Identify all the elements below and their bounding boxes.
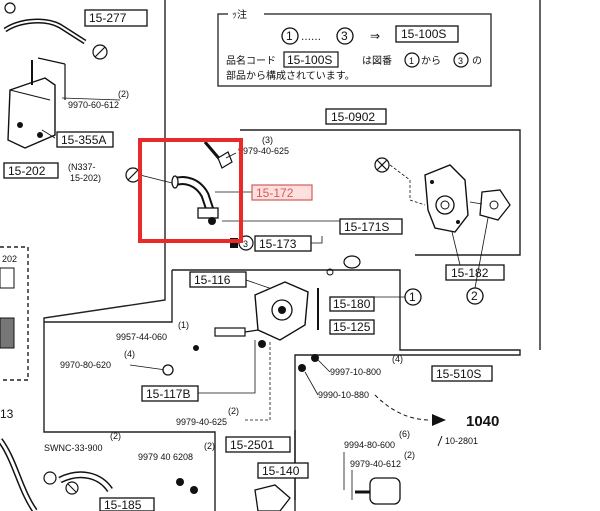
label-qty-4b: (4) (392, 354, 403, 364)
label-9970-60-612: 9970-60-612 (68, 100, 119, 110)
note-result-code: 15-100S (401, 27, 446, 41)
bottom-section: 15-2501 15-140 (6) 9994-80-600 9979-40-6… (43, 429, 415, 511)
label-9979-40-612: 9979-40-612 (350, 459, 401, 469)
label-15-182: 15-182 (451, 266, 489, 280)
label-left-13: 13 (0, 407, 14, 421)
label-num-1: 1 (409, 290, 416, 304)
pipe-flange-icon (254, 484, 291, 511)
label-9979-40-6208: 9979 40 6208 (138, 452, 193, 462)
gasket-plate-icon (479, 189, 511, 221)
label-15-510s: 15-510S (436, 367, 481, 381)
reservoir-tank-icon (7, 77, 56, 149)
label-15-116: 15-116 (194, 273, 231, 287)
label-1040: 1040 (466, 413, 499, 430)
label-15-277: 15-277 (89, 11, 127, 25)
washer-icon (92, 44, 108, 60)
label-15-172: 15-172 (256, 186, 294, 200)
reference-1040: 1040 10-2801 (374, 394, 499, 447)
label-qty-3: (3) (262, 135, 273, 145)
note-range-to: 3 (341, 29, 348, 43)
note-title: ｯ注 (232, 8, 247, 21)
note-line2-kara: から (421, 55, 441, 67)
label-n337: (N337- (68, 162, 96, 172)
label-qty-2a: (2) (118, 89, 129, 99)
label-9970-80-620: 9970-80-620 (60, 360, 111, 370)
label-num-2: 2 (471, 289, 478, 303)
note-line2-code: 15-100S (287, 53, 332, 67)
label-15-140: 15-140 (262, 464, 300, 478)
note-line2-from: 1 (409, 56, 414, 66)
label-15-171s: 15-171S (344, 220, 389, 234)
bypass-fitting-icon (369, 477, 401, 505)
label-9979-40-625-top: 9979-40-625 (238, 146, 289, 156)
note-line3: 部品から構成されています。 (226, 69, 355, 82)
top-left-assembly: 15-277 (2) 9970-60-612 15-355A 15-202 (N… (3, 2, 148, 183)
label-15-117b: 15-117B (146, 387, 190, 401)
label-15-0902: 15-0902 (331, 110, 375, 124)
pointer-arrow-icon (432, 414, 446, 426)
label-9994-80-600: 9994-80-600 (344, 440, 395, 450)
label-9997-10-800: 9997-10-800 (330, 367, 381, 377)
note-arrow: ⇒ (370, 29, 380, 43)
note-box: ｯ注 1 …… 3 ⇒ 15-100S 品名コード 15-100S は図番 1 … (217, 8, 492, 87)
label-qty-4a: (4) (124, 349, 135, 359)
label-left-202: 202 (2, 254, 17, 264)
note-line2-end: の (472, 56, 482, 67)
note-line2-prefix: 品名コード (226, 54, 276, 67)
label-qty-2c: (2) (404, 450, 415, 460)
note-range-from: 1 (286, 29, 293, 43)
label-15-2501: 15-2501 (230, 438, 274, 452)
label-15-173: 15-173 (259, 237, 297, 251)
label-15-202: 15-202 (8, 164, 46, 178)
label-9979-40-625-bot: 9979-40-625 (176, 417, 227, 427)
label-swnc: SWNC-33-900 (44, 443, 103, 453)
label-qty-2b: (2) (228, 406, 239, 416)
label-15-180: 15-180 (333, 297, 371, 311)
note-line2-to: 3 (458, 56, 463, 66)
label-qty-6: (6) (399, 429, 410, 439)
label-num-3: 3 (243, 239, 248, 249)
housing-section: 15-0902 15-182 2 (325, 108, 511, 305)
note-line2-mid: は図番 (362, 55, 392, 67)
label-qty-1: (1) (178, 320, 189, 330)
o-ring-icon (374, 157, 390, 173)
label-15-185: 15-185 (104, 498, 142, 511)
label-15-355a: 15-355A (61, 133, 106, 147)
label-qty-2d: (2) (110, 431, 121, 441)
label-qty-2e: (2) (204, 441, 215, 451)
thermostat-housing-icon (424, 164, 469, 233)
label-9957-44-060: 9957-44-060 (116, 332, 167, 342)
elbow-section: (3) 9979-40-625 15-172 15-171S 3 15-173 (125, 135, 403, 252)
label-10-2801: 10-2801 (445, 436, 478, 446)
temp-sensor-icon (214, 327, 246, 337)
note-dots: …… (301, 32, 321, 43)
middle-section: 15-116 15-180 15-125 1 (1) 9957-44-060 (… (60, 255, 493, 427)
highlight-box (138, 138, 243, 243)
label-15-125: 15-125 (333, 320, 371, 334)
label-n337b: 15-202) (70, 173, 101, 183)
label-9990-10-880: 9990-10-880 (318, 390, 369, 400)
left-region: 202 13 (0, 254, 38, 511)
